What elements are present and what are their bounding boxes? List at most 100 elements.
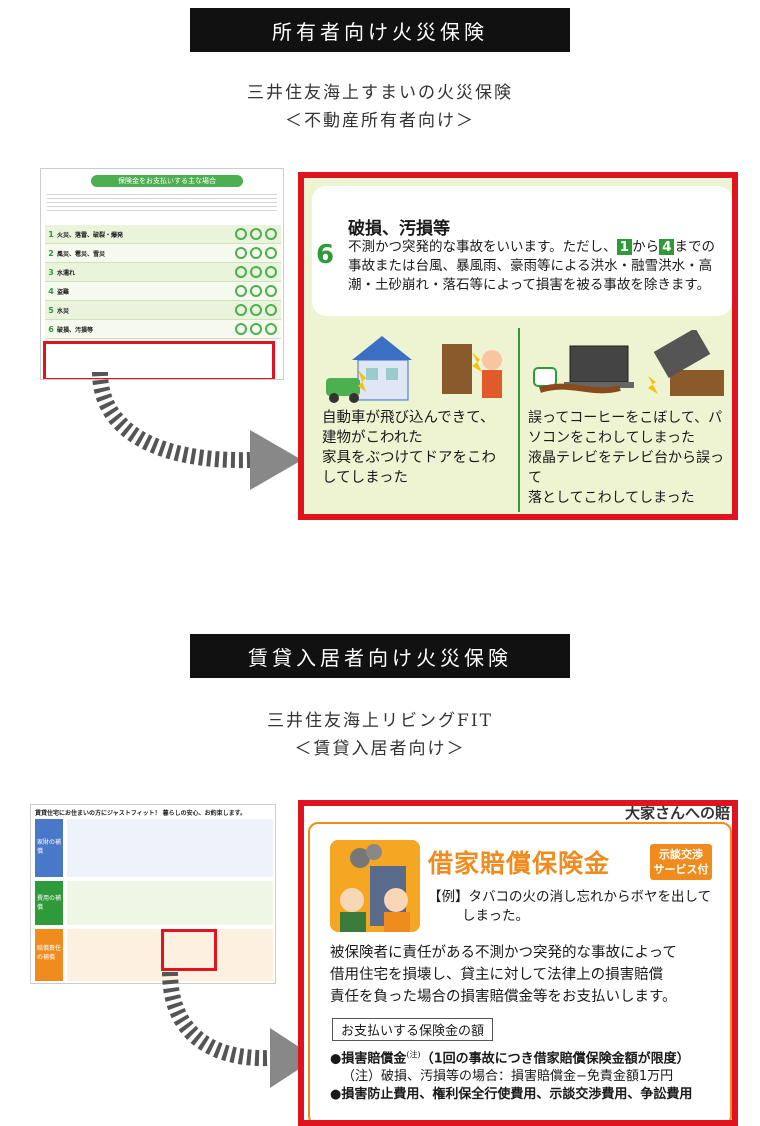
item2: ●損害防止費用、権利保全行使費用、示談交渉費用、争訟費用 xyxy=(330,1087,693,1103)
circle-mark-icon xyxy=(250,323,262,335)
circle-mark-icon xyxy=(250,266,262,278)
thumb1-row-marks xyxy=(235,285,281,297)
arrow-1 xyxy=(92,372,302,490)
thumb1-row-title: 火災、落雷、破裂・爆発 xyxy=(57,231,124,239)
thumb2-body-1 xyxy=(67,819,273,877)
thumb1-row-title: 水濡れ xyxy=(57,269,76,277)
section2-zoom-panel: 大家さんへの賠 借家賠償保険金 示談交渉 サービス付 【例】タバコの火の消し忘れ… xyxy=(298,800,738,1126)
circle-mark-icon xyxy=(235,323,247,335)
item1-limit: （1回の事故につき借家賠償保険金額が限度） xyxy=(420,1051,690,1067)
left-caption-line3: 家具をぶつけてドアをこわ xyxy=(322,450,496,466)
thumb2-side-label-2: 費用の補償 xyxy=(35,881,63,925)
thumb1-row-marks xyxy=(235,247,281,259)
thumb1-row-marks xyxy=(235,266,281,278)
thumb2-body-2 xyxy=(67,881,273,925)
thumb2-header: 賃貸住宅にお住まいの方にジャストフィット！ 暮らしの安心、お約束します。 xyxy=(35,810,247,817)
thumb2-side-label-3: 賠償責任の補償 xyxy=(35,929,63,981)
thumb1-highlight xyxy=(43,341,275,379)
circle-mark-icon xyxy=(250,285,262,297)
section1-banner: 所有者向け火災保険 xyxy=(190,8,570,52)
body-line2: 借用住宅を損壊し、貸主に対して法律上の損害賠償 xyxy=(330,967,664,983)
circle-mark-icon xyxy=(235,304,247,316)
zoom1-badge-1: 1 xyxy=(616,239,633,255)
right-caption-line4: 落としてこわしてしまった xyxy=(528,490,695,506)
right-caption-line1: 誤ってコーヒーをこぼして、パ xyxy=(528,410,723,426)
right-caption-line3: 液晶テレビをテレビ台から誤って xyxy=(528,450,724,486)
circle-mark-icon xyxy=(250,228,262,240)
thumb1-row-number: 2 xyxy=(48,248,54,258)
section2-product-target: ＜賃貸入居者向け＞ xyxy=(294,739,466,759)
zoom1-number: 6 xyxy=(316,240,335,270)
zoom2-title: 借家賠償保険金 xyxy=(428,849,611,878)
thumb1-row-title: 風災、雹災、雪災 xyxy=(57,250,106,258)
item1: ●損害賠償金(注)（1回の事故につき借家賠償保険金額が限度） xyxy=(330,1046,692,1068)
thumb1-row-marks xyxy=(235,228,281,240)
thumb1-header: 保険金をお支払いする主な場合 xyxy=(91,175,243,187)
thumb1-row-marks xyxy=(235,304,281,316)
section2-banner: 賃貸入居者向け火災保険 xyxy=(190,634,570,678)
item1-label: ●損害賠償金 xyxy=(330,1051,407,1067)
thumb2-highlight xyxy=(161,929,217,971)
zoom2-body: 被保険者に責任がある不測かつ突発的な事故によって 借用住宅を損壊し、貸主に対して… xyxy=(330,942,677,1008)
service-tag-line1: 示談交渉 xyxy=(659,848,703,861)
thumb1-intro xyxy=(47,191,277,213)
zoom1-desc-pre: 不測かつ突発的な事故をいいます。ただし、 xyxy=(348,239,617,255)
circle-mark-icon xyxy=(250,304,262,316)
circle-mark-icon xyxy=(235,247,247,259)
circle-mark-icon xyxy=(235,228,247,240)
zoom2-example: 【例】タバコの火の消し忘れからボヤを出して しまった。 xyxy=(428,888,711,926)
example-line2: しまった。 xyxy=(462,908,529,924)
zoom1-right-caption: 誤ってコーヒーをこぼして、パ ソコンをこわしてしまった 液晶テレビをテレビ台から… xyxy=(528,408,732,508)
circle-mark-icon xyxy=(265,247,277,259)
zoom2-service-tag: 示談交渉 サービス付 xyxy=(650,844,712,880)
circle-mark-icon xyxy=(265,323,277,335)
item1-sub: （注）破損、汚損等の場合：損害賠償金−免責金額1万円 xyxy=(342,1069,674,1085)
item1-note: (注) xyxy=(406,1050,421,1059)
circle-mark-icon xyxy=(250,247,262,259)
zoom1-divider xyxy=(518,328,520,512)
thumb1-row-title: 破損、汚損等 xyxy=(57,326,94,334)
zoom1-desc-mid: から xyxy=(632,239,660,255)
left-caption-line4: してしまった xyxy=(322,470,408,486)
service-tag-line2: サービス付 xyxy=(653,863,709,876)
thumb1-row-number: 6 xyxy=(48,324,54,334)
zoom1-left-caption: 自動車が飛び込んできて、 建物がこわれた 家具をぶつけてドアをこわ してしまった xyxy=(322,408,518,488)
circle-mark-icon xyxy=(235,285,247,297)
thumb1-row-title: 盗難 xyxy=(57,288,70,296)
thumb2-side-label-1: 家財の補償 xyxy=(35,819,63,877)
zoom1-badge-2: 4 xyxy=(659,239,675,255)
example-line1: 【例】タバコの火の消し忘れからボヤを出して xyxy=(428,889,712,905)
zoom2-items: ●損害賠償金(注)（1回の事故につき借家賠償保険金額が限度） （注）破損、汚損等… xyxy=(330,1046,692,1104)
zoom2-top-strip: 大家さんへの賠 xyxy=(624,804,730,822)
laptop-tv-illustration xyxy=(533,330,724,396)
zoom1-title: 破損、汚損等 xyxy=(348,219,450,239)
house-car-illustration xyxy=(326,336,502,403)
left-caption-line1: 自動車が飛び込んできて、 xyxy=(322,410,495,426)
smoke-illustration xyxy=(330,840,420,932)
thumb1-row-number: 5 xyxy=(48,305,54,315)
zoom1-desc-post: までの事故または台風、暴風雨、豪雨等による洪水・融雪洪水・高潮・土砂崩れ・落石等… xyxy=(348,239,715,293)
section2-thumbnail: 賃貸住宅にお住まいの方にジャストフィット！ 暮らしの安心、お約束します。 家財の… xyxy=(30,804,276,984)
circle-mark-icon xyxy=(265,228,277,240)
circle-mark-icon xyxy=(235,266,247,278)
thumb1-row-number: 3 xyxy=(48,267,54,277)
thumb1-row-marks xyxy=(235,323,281,335)
body-line1: 被保険者に責任がある不測かつ突発的な事故によって xyxy=(330,945,677,961)
left-caption-line2: 建物がこわれた xyxy=(322,430,423,446)
thumb1-row-number: 4 xyxy=(48,286,54,296)
body-line3: 責任を負った場合の損害賠償金等をお支払いします。 xyxy=(330,989,677,1005)
circle-mark-icon xyxy=(265,285,277,297)
circle-mark-icon xyxy=(265,304,277,316)
section1-product-name: 三井住友海上すまいの火災保険 xyxy=(247,83,513,103)
right-caption-line2: ソコンをこわしてしまった xyxy=(528,430,696,446)
zoom2-box-label: お支払いする保険金の額 xyxy=(332,1018,494,1041)
arrow-2 xyxy=(162,972,316,1088)
